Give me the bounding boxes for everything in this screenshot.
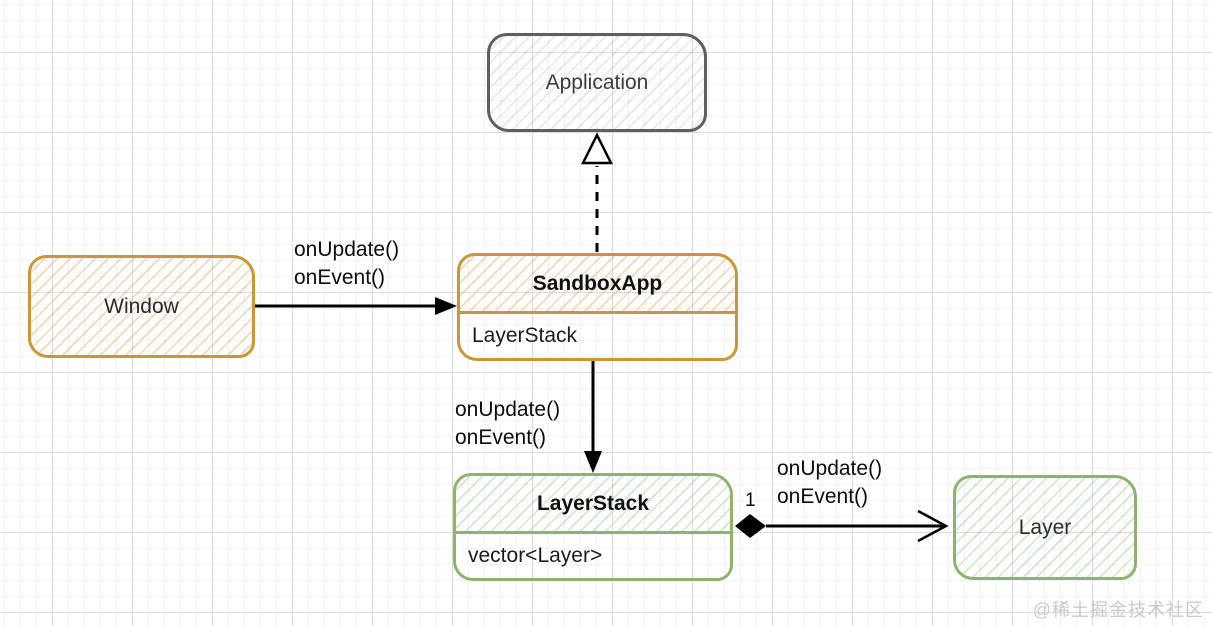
node-layerstack-title: LayerStack: [536, 491, 650, 515]
edge-label-sandboxapp-layerstack-line2: onEvent(): [455, 426, 547, 449]
edge-label-layerstack-layer-line2: onEvent(): [777, 485, 869, 508]
node-sandboxapp-header: SandboxApp: [460, 256, 735, 311]
multiplicity-label: 1: [745, 490, 756, 511]
node-layer: Layer: [953, 475, 1137, 580]
edge-label-sandboxapp-layerstack-line1: onUpdate(): [455, 398, 561, 421]
node-layerstack-members: vector<Layer>: [456, 531, 730, 578]
node-layerstack-header: LayerStack: [456, 476, 730, 531]
composition-diamond-icon: [735, 514, 766, 538]
edge-label-layerstack-layer: onUpdate() onEvent(): [777, 455, 882, 511]
edge-label-window-sandboxapp-line2: onEvent(): [294, 266, 386, 289]
node-layerstack-member-vector: vector<Layer>: [468, 544, 603, 567]
edge-label-layerstack-layer-line1: onUpdate(): [777, 457, 883, 480]
edge-label-sandboxapp-layerstack: onUpdate() onEvent(): [455, 396, 560, 452]
node-window-label: Window: [104, 294, 179, 318]
node-sandboxapp-member-layerstack: LayerStack: [472, 324, 578, 347]
node-layer-label: Layer: [1018, 515, 1072, 539]
node-layerstack: LayerStack vector<Layer>: [453, 473, 733, 581]
node-application-label: Application: [545, 70, 649, 94]
edge-label-window-sandboxapp: onUpdate() onEvent(): [294, 236, 399, 292]
edge-label-window-sandboxapp-line1: onUpdate(): [294, 238, 400, 261]
node-window: Window: [28, 255, 255, 358]
node-application: Application: [487, 33, 707, 132]
watermark: @稀土掘金技术社区: [1032, 600, 1204, 620]
filled-arrowhead-right-icon: [435, 297, 457, 315]
open-arrowhead-icon: [917, 509, 949, 543]
node-sandboxapp-members: LayerStack: [460, 311, 735, 358]
filled-arrowhead-down-icon: [584, 451, 602, 473]
node-sandboxapp: SandboxApp LayerStack: [457, 253, 738, 361]
hollow-triangle-arrowhead-icon: [580, 132, 614, 165]
node-sandboxapp-title: SandboxApp: [532, 271, 663, 295]
